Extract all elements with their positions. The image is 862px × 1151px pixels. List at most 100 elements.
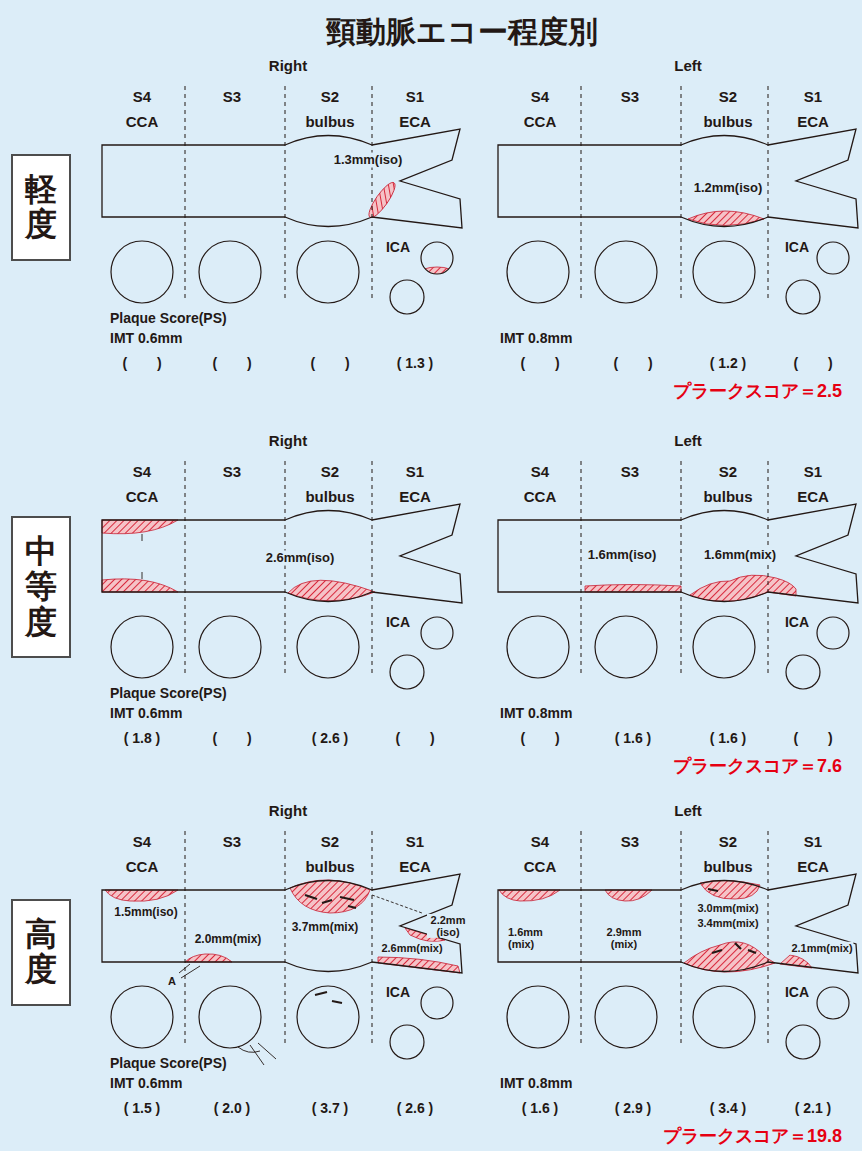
callout-letter: A [167, 975, 177, 988]
vessel-label: bulbus [703, 488, 752, 505]
segment-label: S1 [804, 833, 822, 850]
segment-label: S2 [321, 88, 339, 105]
segment-label: S3 [621, 833, 639, 850]
plaque [365, 179, 399, 220]
plaque-thickness: 1.2mm(iso) [693, 181, 764, 196]
total-score: プラークスコア＝2.5 [673, 381, 842, 402]
score-heading: Plaque Score(PS) [110, 310, 227, 326]
right-panel [102, 86, 462, 314]
segment-divider [185, 86, 186, 302]
segment-label: S1 [804, 88, 822, 105]
cross-section [507, 616, 569, 678]
right-panel [102, 831, 462, 1065]
segment-divider [285, 831, 286, 1047]
left-panel [498, 461, 858, 700]
severity-box: 中等度 [11, 516, 71, 658]
left-panel [498, 831, 858, 1063]
severity-box: 軽度 [11, 154, 71, 261]
plaque-thickness: 3.0mm(mix) [696, 902, 759, 915]
vessel-label: ECA [399, 858, 431, 875]
imt-value: IMT 0.8mm [500, 705, 572, 721]
vessel-label: CCA [126, 113, 159, 130]
plaque-thickness: 1.3mm(iso) [333, 153, 404, 168]
imt-value: IMT 0.6mm [110, 330, 182, 346]
segment-score: ( 1.6 ) [615, 730, 652, 746]
segment-score: ( 1.8 ) [124, 730, 161, 746]
segment-score: ( 2.9 ) [615, 1100, 652, 1116]
vessel-label: CCA [126, 858, 159, 875]
cross-section [297, 986, 359, 1048]
plaque [690, 575, 796, 601]
segment-score: ( 1.5 ) [124, 1100, 161, 1116]
vessel-label: ICA [785, 614, 809, 630]
plaque-mark [748, 950, 756, 953]
cross-section [421, 242, 453, 274]
plaque-thickness: 3.7mm(mix) [291, 921, 360, 935]
segment-divider [285, 461, 286, 677]
plaque-thickness: 1.6mm(iso) [587, 548, 658, 563]
cross-section [693, 986, 755, 1048]
segment-score: ( ) [212, 355, 251, 371]
vessel-label: bulbus [305, 113, 354, 130]
plaque-mark [735, 943, 741, 949]
vessel-label: ECA [797, 858, 829, 875]
segment-score: ( 2.6 ) [312, 730, 349, 746]
plaque-thickness: 2.1mm(mix) [790, 942, 853, 955]
vessel-label: CCA [524, 488, 557, 505]
score-heading: Plaque Score(PS) [110, 685, 227, 701]
segment-score: ( ) [613, 355, 652, 371]
score-heading: Plaque Score(PS) [110, 1055, 227, 1071]
segment-divider [372, 86, 373, 302]
severity-label: 高度 [25, 917, 57, 987]
leader-line [142, 534, 143, 541]
segment-label: S4 [133, 88, 151, 105]
imt-value: IMT 0.8mm [500, 1075, 572, 1091]
vessel-label: ICA [386, 984, 410, 1000]
plaque [605, 890, 652, 901]
segment-label: S2 [321, 833, 339, 850]
cross-section [817, 987, 849, 1019]
leader-line [372, 895, 422, 913]
segment-score: ( 3.4 ) [710, 1100, 747, 1116]
imt-value: IMT 0.6mm [110, 1075, 182, 1091]
vessel-outline [102, 129, 462, 228]
segment-score: ( 2.6 ) [397, 1100, 434, 1116]
segment-label: S1 [406, 88, 424, 105]
segment-divider [681, 86, 682, 302]
segment-score: ( ) [520, 355, 559, 371]
segment-score: ( ) [793, 730, 832, 746]
leader-line [142, 572, 143, 579]
segment-score: ( ) [122, 355, 161, 371]
severity-label: 軽度 [25, 172, 57, 242]
plaque-thickness: 2.2mm (iso) [427, 914, 469, 938]
plaque-mark [348, 906, 356, 908]
cross-section [595, 241, 657, 303]
segment-label: S1 [804, 463, 822, 480]
leader-line [250, 1045, 264, 1065]
segment-divider [768, 461, 769, 677]
vessel-outline [102, 874, 462, 973]
cross-section [817, 617, 849, 649]
cross-section [199, 616, 261, 678]
leader-line [181, 966, 200, 978]
plaque-thickness: 2.6mm(iso) [265, 551, 336, 566]
severity-box: 高度 [11, 899, 71, 1006]
plaque-mark [712, 950, 722, 953]
vessel-label: bulbus [305, 858, 354, 875]
cross-section [786, 655, 820, 689]
segment-divider [581, 86, 582, 302]
severity-label: 中等度 [25, 534, 57, 640]
segment-label: S4 [531, 88, 549, 105]
vessel-label: ECA [399, 488, 431, 505]
vessel-label: ICA [386, 614, 410, 630]
plaque [105, 890, 178, 901]
cross-section [297, 241, 359, 303]
cross-section [199, 986, 261, 1048]
plaque-section [238, 1037, 258, 1049]
cross-section [390, 1025, 424, 1059]
plaque-section [723, 630, 774, 696]
total-score: プラークスコア＝7.6 [673, 756, 842, 777]
segment-label: S3 [223, 833, 241, 850]
left-panel [498, 86, 858, 314]
plaque-thickness: 1.5mm(iso) [113, 906, 178, 920]
